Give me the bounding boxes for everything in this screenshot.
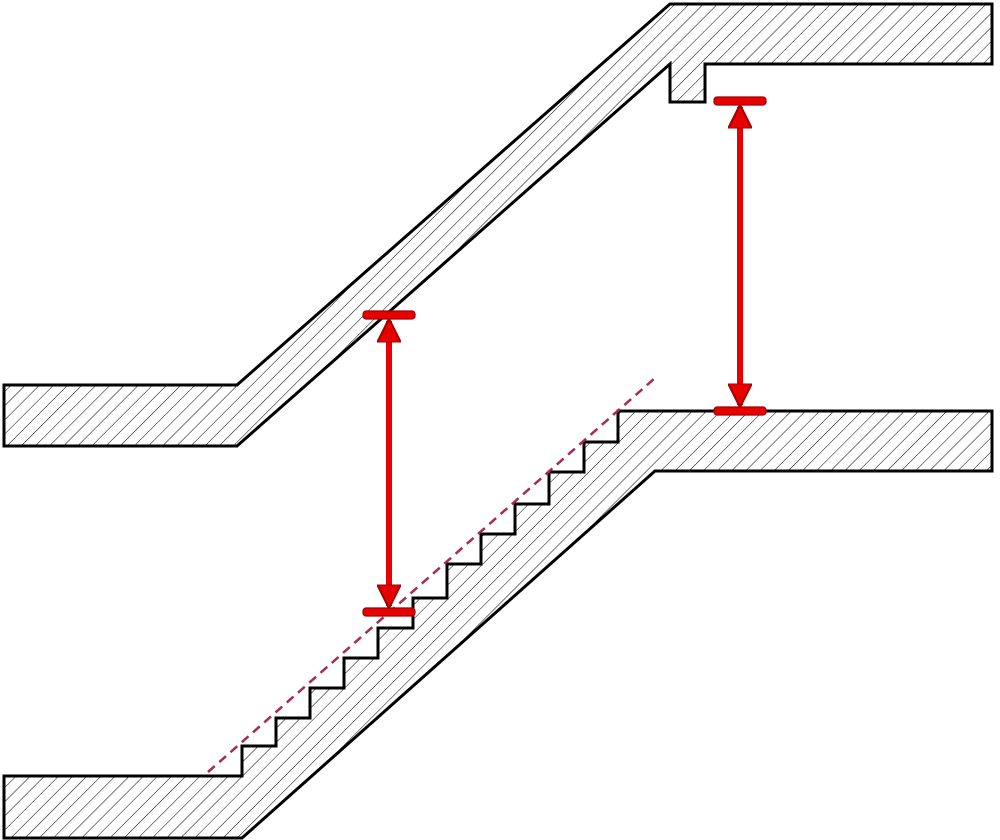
pitch-line bbox=[207, 377, 656, 773]
dimension-cap-top bbox=[362, 310, 416, 320]
headroom-dimension-landing bbox=[713, 96, 767, 416]
headroom-dimension-stair bbox=[362, 310, 416, 617]
upper-ceiling-slab bbox=[2, 2, 994, 448]
dimension-cap-bottom bbox=[362, 607, 416, 617]
stair-slab bbox=[2, 409, 994, 840]
dimension-cap-bottom bbox=[713, 406, 767, 416]
dimension-cap-top bbox=[713, 96, 767, 106]
